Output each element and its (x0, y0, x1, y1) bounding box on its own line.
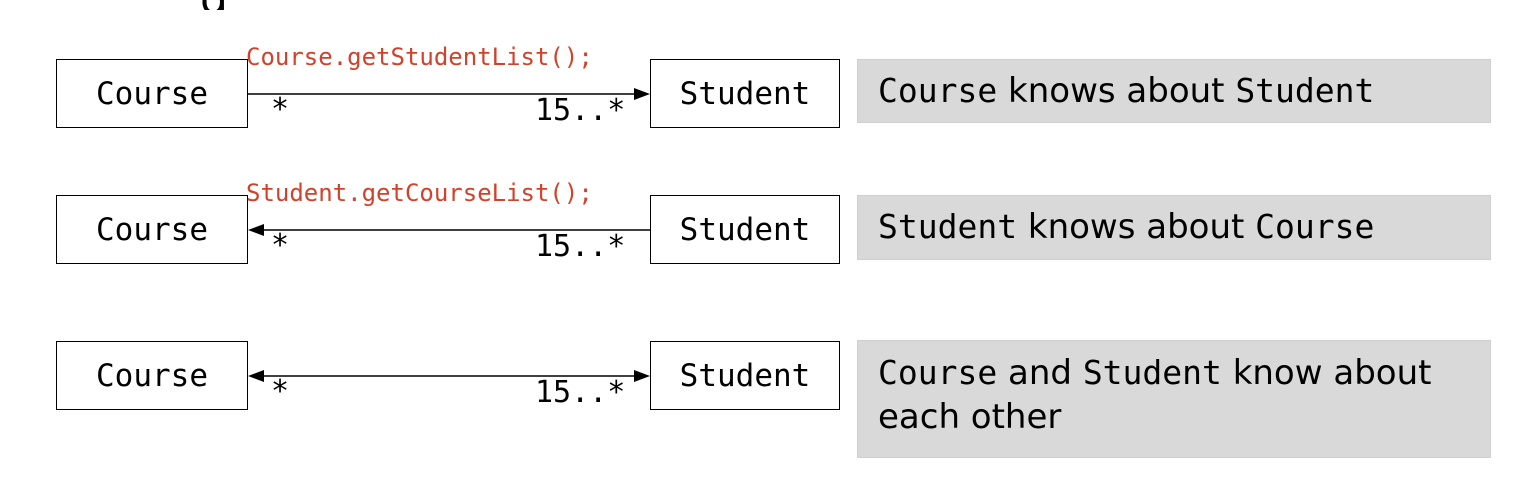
caption-object: Student (1082, 353, 1222, 392)
left-multiplicity: * (271, 374, 290, 409)
caption-subject: Student (878, 207, 1018, 247)
left-multiplicity: * (271, 228, 290, 263)
caption-object: Student (1235, 70, 1375, 110)
left-multiplicity: * (271, 92, 290, 127)
heading-fragment-text: g (200, 0, 228, 10)
course-class-box: Course (56, 59, 248, 128)
method-call-label: Student.getCourseList(); (246, 179, 593, 207)
course-class-label: Course (96, 75, 208, 112)
student-class-label: Student (679, 211, 811, 248)
student-class-label: Student (679, 75, 811, 112)
arrowhead-right-icon (634, 88, 650, 100)
student-class-box: Student (650, 59, 840, 128)
arrowhead-left-icon (248, 370, 264, 382)
method-call-label: Course.getStudentList(); (246, 43, 593, 71)
association-arrow-left (248, 224, 650, 236)
right-multiplicity: 15..* (535, 375, 626, 410)
course-class-box: Course (56, 341, 248, 410)
student-class-box: Student (650, 341, 840, 410)
student-class-label: Student (679, 357, 811, 394)
course-class-box: Course (56, 195, 248, 264)
heading-fragment: g (200, 0, 280, 10)
arrowhead-left-icon (248, 224, 264, 236)
caption-conjunction: and (997, 353, 1083, 393)
association-arrow-bidirectional (248, 370, 650, 382)
caption-object: Course (1255, 207, 1375, 247)
association-arrow-right (248, 88, 650, 100)
arrowhead-right-icon (634, 370, 650, 382)
caption-subject: Course (878, 70, 998, 110)
right-multiplicity: 15..* (535, 93, 626, 128)
caption-subject: Course (878, 353, 998, 392)
association-caption: Student knows about Course (857, 195, 1491, 260)
association-caption: Course knows about Student (857, 59, 1491, 123)
association-caption: Course and Student know about each other (857, 340, 1491, 458)
student-class-box: Student (650, 195, 840, 264)
caption-rest: know about each other (878, 353, 1432, 438)
caption-verb: knows about (997, 70, 1236, 111)
course-class-label: Course (96, 211, 208, 248)
course-class-label: Course (96, 357, 208, 394)
caption-verb: knows about (1017, 207, 1256, 248)
right-multiplicity: 15..* (535, 229, 626, 264)
